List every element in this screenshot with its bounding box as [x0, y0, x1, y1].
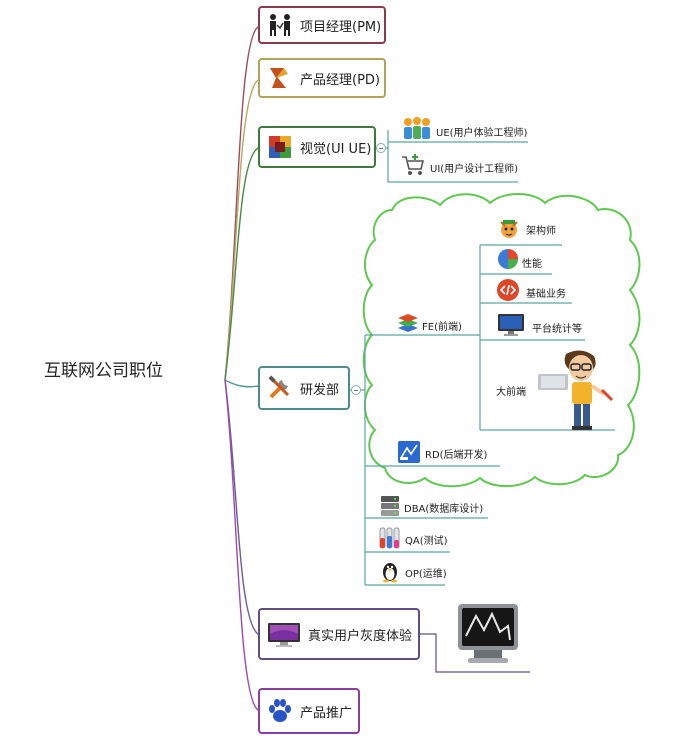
- monitor-icon: [496, 313, 526, 337]
- node-base[interactable]: 基础业务: [526, 289, 566, 300]
- color-grid-icon: [266, 133, 294, 161]
- database-icon: [379, 494, 401, 518]
- node-visual-label: 视觉(UI UE): [300, 141, 372, 157]
- root-topic[interactable]: 互联网公司职位: [44, 361, 163, 381]
- branch-promo: [224, 379, 259, 711]
- code-icon: [496, 278, 520, 302]
- layers-icon: [396, 312, 420, 334]
- developer-icon: [536, 346, 616, 432]
- node-dev-label: 研发部: [300, 382, 340, 398]
- mascot-icon: [497, 216, 521, 242]
- test-tubes-icon: [378, 526, 402, 550]
- node-op[interactable]: OP(运维): [405, 569, 447, 580]
- branch-pd: [224, 79, 259, 381]
- node-qa[interactable]: QA(测试): [405, 536, 448, 547]
- node-promo-label: 产品推广: [300, 705, 353, 721]
- branch-gray: [224, 379, 259, 635]
- node-gray[interactable]: 真实用户灰度体验: [258, 608, 420, 660]
- collapse-visual-toggle[interactable]: [376, 143, 386, 153]
- penguin-icon: [378, 559, 402, 583]
- users-icon: [400, 116, 434, 142]
- node-pm-label: 项目经理(PM): [300, 19, 382, 35]
- node-arch[interactable]: 架构师: [526, 226, 556, 237]
- node-fe[interactable]: FE(前端): [422, 322, 462, 333]
- node-visual[interactable]: 视觉(UI UE): [258, 126, 376, 168]
- people-icon: [266, 11, 294, 39]
- node-pd-label: 产品经理(PD): [300, 72, 380, 88]
- node-pd[interactable]: 产品经理(PD): [258, 58, 386, 98]
- branch-dev: [224, 379, 259, 388]
- tools-icon: [266, 374, 294, 402]
- node-perf[interactable]: 性能: [522, 259, 542, 270]
- blueprint-icon: [397, 440, 421, 464]
- node-rd[interactable]: RD(后端开发): [425, 450, 488, 461]
- cart-icon: [400, 152, 426, 178]
- pie-chart-icon: [496, 247, 520, 271]
- node-gray-label: 真实用户灰度体验: [308, 628, 413, 644]
- display-icon: [266, 620, 302, 648]
- node-pm[interactable]: 项目经理(PM): [258, 6, 386, 44]
- collapse-dev-toggle[interactable]: [351, 385, 361, 395]
- logo-icon: [266, 64, 294, 92]
- node-ui[interactable]: UI(用户设计工程师): [430, 164, 519, 175]
- node-promo[interactable]: 产品推广: [258, 688, 360, 734]
- paw-icon: [266, 697, 294, 725]
- fe-group-cloud: [362, 193, 641, 488]
- node-platform[interactable]: 平台统计等: [532, 324, 582, 335]
- node-dba[interactable]: DBA(数据库设计): [404, 504, 484, 515]
- node-bigfe[interactable]: 大前端: [496, 387, 526, 398]
- node-dev[interactable]: 研发部: [258, 366, 350, 410]
- activity-monitor-icon: [456, 602, 520, 666]
- node-ue[interactable]: UE(用户体验工程师): [436, 128, 528, 139]
- branch-visual: [224, 147, 259, 381]
